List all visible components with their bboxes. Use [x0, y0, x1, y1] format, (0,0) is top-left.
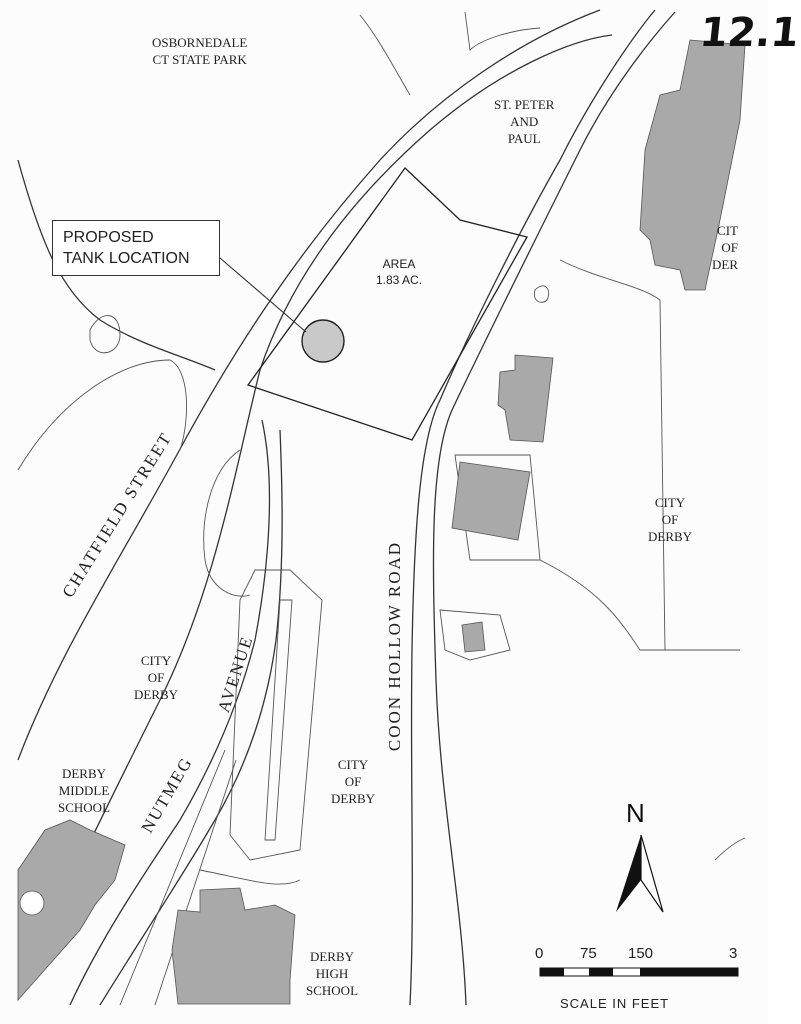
north-arrow-shape	[616, 835, 641, 912]
campus-line-3	[199, 869, 301, 885]
building-middle-school	[17, 819, 126, 1002]
label-derby-middle-school: DERBY MIDDLE SCHOOL	[58, 766, 111, 815]
middle-school-courtyard	[19, 890, 45, 916]
east-lot-lower	[439, 609, 511, 661]
callout-line-2: TANK LOCATION	[63, 250, 190, 267]
chatfield-street-edge-east	[17, 34, 613, 1001]
label-city-of-derby-edge: CIT OF DER	[712, 223, 738, 272]
west-loop	[89, 315, 121, 354]
map-linework	[17, 9, 746, 1006]
west-intersection-curve	[17, 159, 216, 371]
site-map-page: 12.1 PROPOSED TANK LOCATION AREA 1.83 AC…	[17, 9, 801, 1011]
parcel-area-label: AREA 1.83 AC.	[376, 257, 423, 287]
driveway-loop	[203, 449, 251, 597]
coon-hollow-road-east	[432, 11, 676, 1006]
label-city-of-derby-south: CITY OF DERBY	[331, 757, 376, 806]
top-driveway	[464, 11, 541, 51]
callout-leader-line	[219, 257, 307, 333]
nutmeg-avenue-west	[69, 419, 271, 1006]
west-parcel-line	[17, 359, 187, 471]
parcel-boundary	[246, 167, 528, 441]
parking-lot-outline	[229, 569, 323, 861]
sheet-number-handwritten: 12.1	[697, 10, 801, 56]
chatfield-street-edge-west	[17, 9, 601, 761]
scale-tick-300: 3	[729, 945, 738, 962]
parking-lot-inner	[264, 599, 293, 841]
park-boundary	[359, 14, 411, 96]
east-drive	[559, 259, 666, 651]
east-small-arc	[714, 837, 746, 861]
label-city-of-derby-west: CITY OF DERBY	[134, 653, 179, 702]
coon-hollow-road-west	[409, 9, 656, 1006]
label-derby-high-school: DERBY HIGH SCHOOL	[306, 949, 359, 998]
building-east-1	[497, 354, 554, 443]
scale-tick-0: 0	[535, 945, 544, 962]
scale-bar-title: SCALE IN FEET	[560, 996, 670, 1011]
proposed-tank-callout: PROPOSED TANK LOCATION	[52, 220, 220, 276]
building-high-school	[171, 887, 296, 1005]
building-northeast	[639, 39, 746, 291]
scale-tick-150: 150	[628, 945, 654, 962]
campus-line-1	[119, 749, 226, 1006]
proposed-tank-marker	[301, 319, 345, 363]
building-east-small	[461, 621, 486, 653]
north-arrow-label: N	[626, 798, 645, 828]
label-city-of-derby-east: CITY OF DERBY	[648, 495, 693, 544]
building-east-2	[451, 461, 531, 541]
street-label-coon-hollow: COON HOLLOW ROAD	[385, 540, 405, 752]
label-st-peter-and-paul: ST. PETER AND PAUL	[494, 97, 555, 146]
scale-tick-75: 75	[580, 945, 597, 962]
callout-line-1: PROPOSED	[63, 229, 154, 246]
label-osbornedale-park: OSBORNEDALE CT STATE PARK	[152, 35, 248, 67]
east-pond	[534, 285, 550, 303]
east-boundary	[539, 559, 740, 651]
campus-line-2	[154, 759, 237, 1006]
